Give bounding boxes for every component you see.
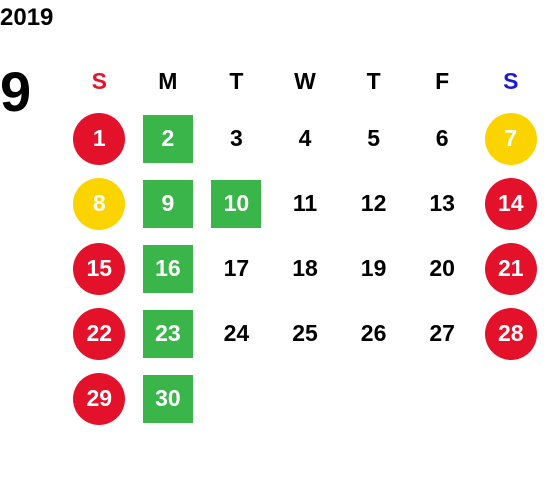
calendar-week-row: 15 16 17 18 19 20 21 [65, 236, 545, 301]
calendar-day[interactable]: 6 [435, 125, 449, 151]
calendar-cell: 4 [271, 106, 340, 171]
calendar-cell [476, 366, 545, 431]
calendar-day[interactable]: 26 [360, 320, 387, 346]
calendar-day[interactable]: 25 [292, 320, 318, 346]
calendar-cell: 16 [134, 236, 203, 301]
calendar-day[interactable]: 8 [73, 177, 126, 230]
weekday-monday: M [158, 67, 178, 94]
calendar-cell: 6 [408, 106, 477, 171]
calendar-cell: 25 [271, 301, 340, 366]
calendar-cell: 11 [271, 171, 340, 236]
calendar-day[interactable]: 21 [484, 242, 537, 295]
calendar-cell: 18 [271, 236, 340, 301]
calendar-cell [271, 366, 340, 431]
calendar-day[interactable]: 11 [292, 190, 318, 216]
weekday-tuesday: T [229, 67, 244, 94]
weekday-wednesday: W [294, 67, 316, 94]
calendar-cell: 30 [134, 366, 203, 431]
calendar-cell: 24 [202, 301, 271, 366]
calendar-cell: 13 [408, 171, 477, 236]
calendar-cell [339, 366, 408, 431]
calendar-cell: 9 [134, 171, 203, 236]
weekday-saturday: S [503, 67, 519, 94]
calendar-day[interactable]: 15 [73, 242, 126, 295]
weekday-header-row: S M T W T F S [65, 56, 545, 106]
calendar-cell: 22 [65, 301, 134, 366]
calendar-day[interactable]: 28 [484, 307, 537, 360]
calendar-day[interactable]: 14 [484, 177, 537, 230]
calendar-cell: 20 [408, 236, 477, 301]
calendar-cell: 15 [65, 236, 134, 301]
weekday-friday: F [435, 67, 450, 94]
calendar-cell: 23 [134, 301, 203, 366]
calendar-cell: 21 [476, 236, 545, 301]
calendar-cell: 17 [202, 236, 271, 301]
calendar-day[interactable]: 16 [142, 244, 193, 293]
calendar-day[interactable]: 19 [360, 255, 387, 281]
calendar-week-row: 29 30 [65, 366, 545, 431]
calendar-cell: 29 [65, 366, 134, 431]
calendar-day[interactable]: 10 [211, 179, 262, 228]
calendar-cell: 1 [65, 106, 134, 171]
calendar-cell: 3 [202, 106, 271, 171]
calendar-cell: 5 [339, 106, 408, 171]
calendar-day[interactable]: 9 [142, 179, 193, 228]
weekday-sunday: S [91, 67, 107, 94]
calendar-cell: 26 [339, 301, 408, 366]
calendar-cell: 19 [339, 236, 408, 301]
calendar-day[interactable]: 20 [429, 255, 455, 281]
calendar-month: 9 [0, 60, 32, 123]
calendar-cell: 27 [408, 301, 477, 366]
calendar-cell: 10 [202, 171, 271, 236]
weekday-thursday: T [366, 67, 381, 94]
calendar-day[interactable]: 22 [73, 307, 126, 360]
calendar-year: 2019 [0, 4, 54, 31]
calendar-day[interactable]: 23 [142, 309, 193, 358]
calendar-cell: 28 [476, 301, 545, 366]
calendar-cell [408, 366, 477, 431]
calendar-day[interactable]: 27 [429, 320, 455, 346]
calendar-day[interactable]: 1 [73, 112, 126, 165]
calendar-day[interactable]: 3 [230, 125, 243, 151]
calendar-day[interactable]: 4 [298, 125, 312, 151]
calendar-week-row: 22 23 24 25 26 27 28 [65, 301, 545, 366]
calendar-day[interactable]: 17 [223, 255, 250, 281]
calendar-day[interactable]: 12 [360, 190, 387, 216]
calendar-day[interactable]: 7 [484, 112, 537, 165]
calendar-day[interactable]: 29 [73, 372, 126, 425]
calendar-cell [202, 366, 271, 431]
calendar-cell: 7 [476, 106, 545, 171]
calendar-day[interactable]: 30 [142, 374, 193, 423]
calendar-day[interactable]: 13 [429, 190, 455, 216]
calendar-day[interactable]: 18 [292, 255, 318, 281]
calendar-cell: 2 [134, 106, 203, 171]
calendar-day[interactable]: 5 [367, 125, 380, 151]
calendar-cell: 12 [339, 171, 408, 236]
calendar-day[interactable]: 2 [142, 114, 193, 163]
calendar-cell: 14 [476, 171, 545, 236]
calendar-day[interactable]: 24 [223, 320, 250, 346]
calendar-cell: 8 [65, 171, 134, 236]
